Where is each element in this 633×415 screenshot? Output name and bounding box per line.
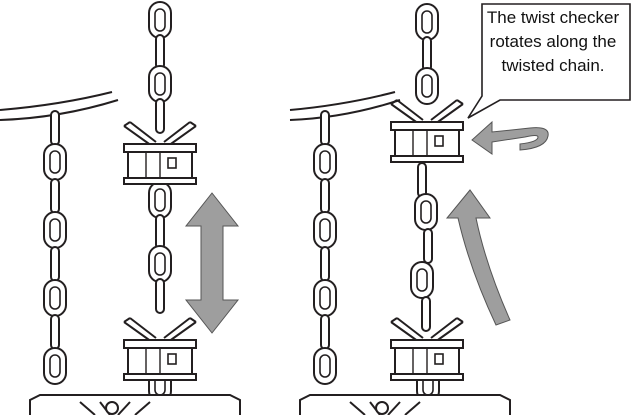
callout-line-2: rotates along the — [489, 32, 617, 51]
callout-box — [467, 3, 631, 119]
twist-checker-bottom — [123, 317, 197, 381]
double-vertical-arrow-icon — [184, 192, 240, 334]
right-left-chain — [313, 110, 337, 385]
hoist-drum-right — [289, 91, 401, 121]
left-chain — [43, 110, 67, 385]
curved-up-arrow-icon — [445, 189, 511, 326]
callout-text: The twist checker rotates along the twis… — [474, 6, 632, 78]
hook-block-right — [299, 394, 511, 415]
rotation-arrow-icon — [471, 120, 549, 155]
callout-line-3: twisted chain. — [501, 56, 605, 75]
right-panel — [289, 3, 549, 415]
callout-line-1: The twist checker — [486, 8, 620, 27]
twist-checker-rotating — [390, 99, 464, 163]
hook-block-left — [29, 394, 241, 415]
left-panel — [0, 1, 241, 415]
